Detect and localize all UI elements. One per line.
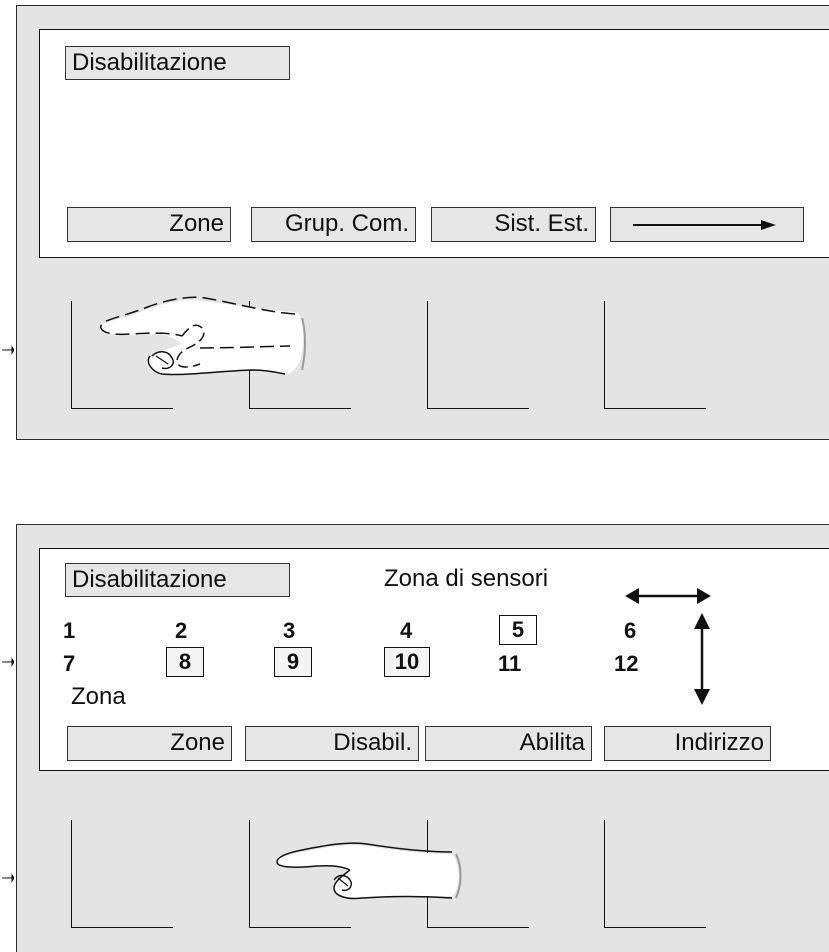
top-panel: Disabilitazione Zone Grup. Com. Sist. Es… xyxy=(16,5,829,440)
zone-11: 11 xyxy=(498,651,522,676)
softkey-next[interactable] xyxy=(610,207,804,242)
pointer-tick-icon xyxy=(2,657,14,667)
zone-3: 3 xyxy=(283,618,296,643)
softkey-disabil[interactable]: Disabil. xyxy=(245,726,419,761)
softkey-indirizzo[interactable]: Indirizzo xyxy=(604,726,771,761)
softkey-grup-com[interactable]: Grup. Com. xyxy=(251,207,416,242)
hardkey-3[interactable] xyxy=(427,301,529,409)
softkey-zone[interactable]: Zone xyxy=(67,207,231,242)
horizontal-double-arrow-icon xyxy=(625,588,711,604)
softkey-zone[interactable]: Zone xyxy=(67,726,232,761)
pointer-tick-icon xyxy=(2,345,14,355)
display-subtitle: Zona di sensori xyxy=(384,565,549,592)
zone-5-selected[interactable]: 5 xyxy=(499,615,537,645)
zone-8-disabled[interactable]: 8 xyxy=(166,647,204,677)
zone-6: 6 xyxy=(624,618,637,643)
zone-1: 1 xyxy=(63,618,76,643)
hardkey-4[interactable] xyxy=(604,820,706,928)
hardkey-1[interactable] xyxy=(71,301,173,409)
bottom-display-screen: Disabilitazione Zona di sensori 1 2 3 4 … xyxy=(39,548,829,771)
zone-label: Zona xyxy=(71,683,126,710)
hardkey-1[interactable] xyxy=(71,820,173,928)
zone-7: 7 xyxy=(63,651,76,676)
softkey-sist-est[interactable]: Sist. Est. xyxy=(431,207,596,242)
pointing-hand-icon xyxy=(99,296,306,376)
vertical-double-arrow-icon xyxy=(694,613,710,705)
right-arrow-icon xyxy=(633,220,776,230)
zone-2: 2 xyxy=(175,618,188,643)
display-title: Disabilitazione xyxy=(65,563,290,597)
display-title: Disabilitazione xyxy=(65,46,290,80)
hardkey-2[interactable] xyxy=(249,820,351,928)
softkey-abilita[interactable]: Abilita xyxy=(425,726,592,761)
zone-9-disabled[interactable]: 9 xyxy=(274,647,312,677)
top-display-screen: Disabilitazione Zone Grup. Com. Sist. Es… xyxy=(39,29,829,258)
hardkey-4[interactable] xyxy=(604,301,706,409)
pointer-tick-icon xyxy=(2,873,14,883)
zone-10-disabled[interactable]: 10 xyxy=(384,647,430,677)
pointing-hand-icon xyxy=(276,842,462,900)
zone-4: 4 xyxy=(400,618,413,643)
zone-12: 12 xyxy=(614,651,639,676)
